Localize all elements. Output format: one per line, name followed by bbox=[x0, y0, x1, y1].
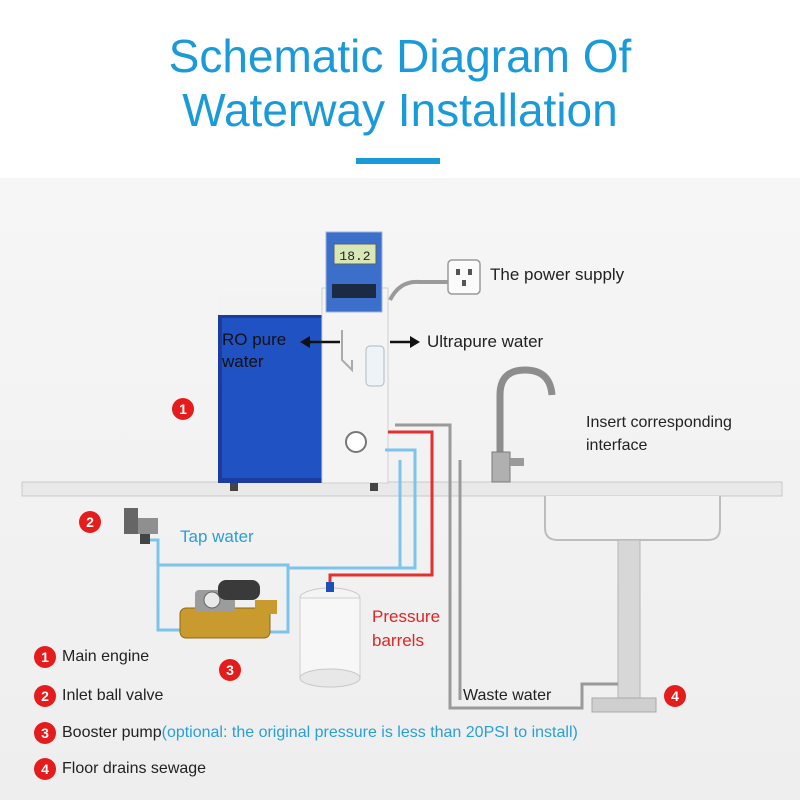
badge-main-engine: 1 bbox=[172, 398, 194, 420]
label-waste-water: Waste water bbox=[463, 687, 552, 704]
legend-item-inlet-ball-valve: 2 Inlet ball valve bbox=[34, 685, 163, 707]
legend-label: Floor drains sewage bbox=[62, 760, 207, 777]
label-insert-interface-line2: interface bbox=[586, 437, 648, 454]
pressure-barrel bbox=[299, 582, 361, 688]
legend-label: Booster pump bbox=[62, 724, 162, 741]
booster-pump bbox=[179, 580, 277, 639]
label-pressure-barrels-line1: Pressure bbox=[372, 607, 441, 626]
legend-badge: 3 bbox=[34, 722, 56, 744]
floor-drain bbox=[591, 697, 657, 713]
badge-booster-pump: 3 bbox=[219, 659, 241, 681]
legend-item-booster-pump: 3 Booster pump(optional: the original pre… bbox=[34, 722, 578, 744]
title-underline bbox=[356, 158, 440, 164]
badge-inlet-ball-valve: 2 bbox=[79, 511, 101, 533]
legend-badge: 1 bbox=[34, 646, 56, 668]
sink-drain-pipe bbox=[617, 539, 641, 699]
power-socket bbox=[447, 259, 481, 295]
power-cable bbox=[388, 279, 448, 301]
legend-label: Inlet ball valve bbox=[62, 687, 164, 704]
inlet-ball-valve bbox=[124, 508, 158, 544]
legend-badge: 4 bbox=[34, 758, 56, 780]
legend-label: Main engine bbox=[62, 648, 150, 665]
display-reading: 18.2 bbox=[339, 249, 370, 264]
waste-pipes bbox=[395, 423, 618, 710]
label-ro-pure-line2: water bbox=[222, 352, 264, 371]
label-tap-water: Tap water bbox=[180, 527, 254, 546]
legend-item-floor-drains: 4 Floor drains sewage bbox=[34, 758, 206, 780]
sink-basin bbox=[544, 496, 721, 541]
label-ro-pure-line1: RO pure bbox=[222, 330, 287, 349]
tap-water-pipes bbox=[148, 448, 417, 634]
faucet bbox=[491, 366, 556, 483]
label-pressure-barrels-line2: barrels bbox=[372, 631, 424, 650]
legend-note: (optional: the original pressure is less… bbox=[161, 724, 578, 741]
badge-floor-drains: 4 bbox=[664, 685, 686, 707]
countertop bbox=[21, 481, 783, 497]
legend-item-main-engine: 1 Main engine bbox=[34, 646, 149, 668]
page-title-line2: Waterway Installation bbox=[182, 84, 618, 136]
legend-badge: 2 bbox=[34, 685, 56, 707]
label-ultrapure-water: Ultrapure water bbox=[427, 332, 544, 351]
main-engine-unit bbox=[218, 231, 389, 491]
page-title-line1: Schematic Diagram Of bbox=[168, 30, 632, 82]
label-insert-interface-line1: Insert corresponding bbox=[586, 414, 732, 431]
label-power-supply: The power supply bbox=[490, 265, 625, 284]
pressure-red-pipes bbox=[328, 430, 434, 590]
